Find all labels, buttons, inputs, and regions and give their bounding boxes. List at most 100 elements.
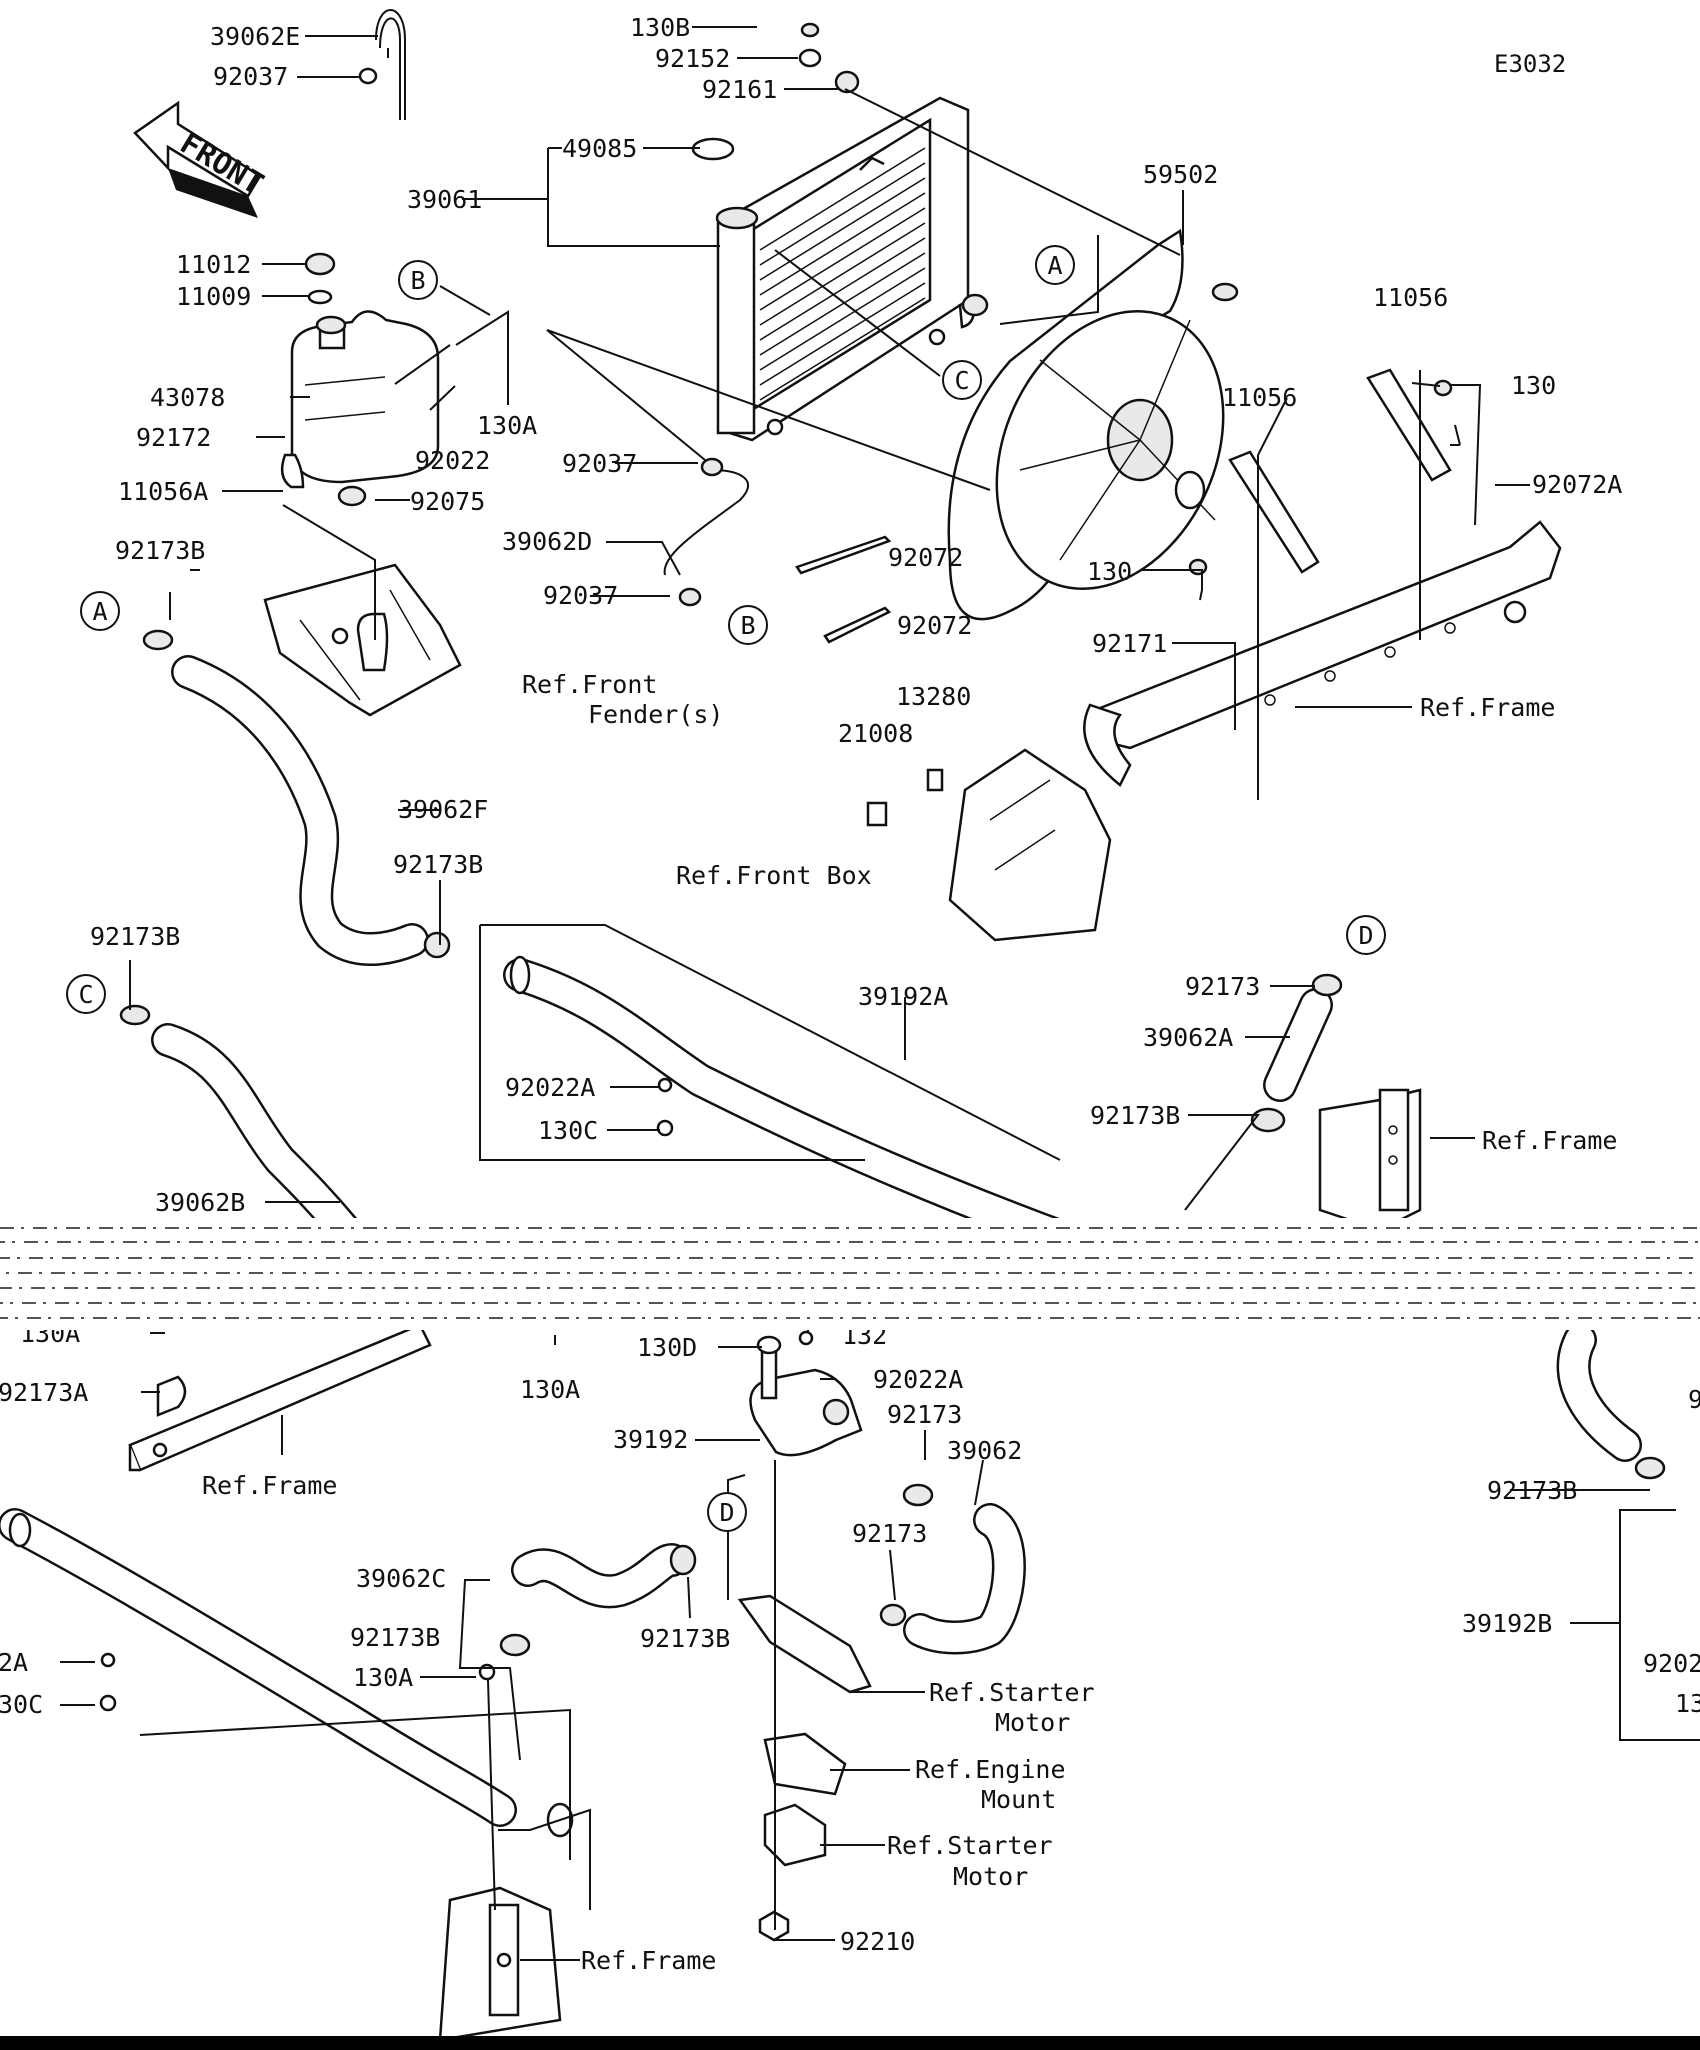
label-92173-lower-a: 92173	[887, 1400, 962, 1429]
label-43078: 43078	[150, 383, 225, 412]
label-92173B-mid: 92173B	[393, 850, 483, 879]
label-92173-right: 92173	[1185, 972, 1260, 1001]
callout-c-radiator: C	[942, 360, 982, 400]
label-130-mid: 130	[1087, 557, 1132, 586]
callout-a-radiator: A	[1035, 245, 1075, 285]
label-92022-tank: 92022	[415, 446, 490, 475]
label-130C-mid: 130C	[538, 1116, 598, 1145]
label-11012: 11012	[176, 250, 251, 279]
label-130A-lower: 130A	[353, 1663, 413, 1692]
front-direction-arrow: FRONT	[133, 100, 269, 218]
label-39062B: 39062B	[155, 1188, 245, 1217]
label-39062A: 39062A	[1143, 1023, 1233, 1052]
label-92171: 92171	[1092, 629, 1167, 658]
ref-front-fender-line2: Fender(s)	[588, 700, 723, 729]
label-13-clipped: 13	[1675, 1689, 1700, 1718]
callout-b-hose: B	[728, 605, 768, 645]
label-92173B-lower-b: 92173B	[640, 1624, 730, 1653]
label-9-clipped: 9	[1688, 1385, 1700, 1414]
label-9202-clipped: 9202	[1643, 1649, 1700, 1678]
callout-d-joint: D	[707, 1492, 747, 1532]
label-92037-top: 92037	[213, 62, 288, 91]
radiator	[691, 22, 989, 442]
callout-a-hose: A	[80, 591, 120, 631]
reservoir-tank	[280, 252, 440, 507]
label-39062D: 39062D	[502, 527, 592, 556]
label-11056-lower: 11056	[1222, 383, 1297, 412]
lower-frame-stand	[438, 1886, 562, 2042]
svg-text:D: D	[719, 1498, 734, 1527]
hose-39062	[879, 1483, 1026, 1655]
cooling-fan-assembly	[947, 228, 1239, 621]
callout-b-tank: B	[398, 260, 438, 300]
label-130A-lower-mid: 130A	[520, 1375, 580, 1404]
hose-39062A	[1250, 973, 1343, 1133]
svg-text:D: D	[1358, 921, 1373, 950]
svg-text:B: B	[740, 611, 755, 640]
ref-engine-mount-line2: Mount	[981, 1785, 1056, 1814]
label-39062C: 39062C	[356, 1564, 446, 1593]
label-92173B-lower-a: 92173B	[350, 1623, 440, 1652]
label-11056A: 11056A	[118, 477, 208, 506]
label-49085: 49085	[562, 134, 637, 163]
label-39192: 39192	[613, 1425, 688, 1454]
label-92072-upper: 92072	[888, 543, 963, 572]
label-39062F: 39062F	[398, 795, 488, 824]
ref-front-box: Ref.Front Box	[676, 861, 872, 890]
cable-ties	[795, 535, 892, 644]
right-frame-ref	[1318, 1088, 1422, 1232]
label-11009: 11009	[176, 282, 251, 311]
label-92152: 92152	[655, 44, 730, 73]
ref-frame-lower-left: Ref.Frame	[202, 1471, 337, 1500]
label-39062E: 39062E	[210, 22, 300, 51]
label-39192A: 39192A	[858, 982, 948, 1011]
ref-frame-upper: Ref.Frame	[1420, 693, 1555, 722]
ref-front-fender-line1: Ref.Front	[522, 670, 657, 699]
label-92072-lower: 92072	[897, 611, 972, 640]
svg-text:C: C	[954, 366, 969, 395]
label-92173B-top-left: 92173B	[115, 536, 205, 565]
label-92022A-lower: 92022A	[873, 1365, 963, 1394]
leader-lines	[60, 26, 1700, 1961]
ref-engine-mount-line1: Ref.Engine	[915, 1755, 1066, 1784]
svg-text:C: C	[78, 980, 93, 1009]
upper-frame	[1083, 520, 1562, 787]
scan-artifact-band	[0, 1218, 1700, 1330]
label-39062: 39062	[947, 1436, 1022, 1465]
right-lower-pipe	[1556, 1323, 1666, 1480]
label-92173B-left: 92173B	[90, 922, 180, 951]
label-92173B-far-right: 92173B	[1487, 1476, 1577, 1505]
label-92037-low: 92037	[543, 581, 618, 610]
ref-frame-right: Ref.Frame	[1482, 1126, 1617, 1155]
label-92072A: 92072A	[1532, 470, 1622, 499]
ref-starter-motor-a-line2: Motor	[995, 1708, 1070, 1737]
label-92173B-right: 92173B	[1090, 1101, 1180, 1130]
hose-39062D	[663, 457, 749, 607]
label-92210: 92210	[840, 1927, 915, 1956]
bottom-border-bar	[0, 2036, 1700, 2050]
svg-text:A: A	[92, 597, 107, 626]
label-92022A-mid: 92022A	[505, 1073, 595, 1102]
label-30C-clipped: 30C	[0, 1690, 43, 1719]
label-92173A: 92173A	[0, 1378, 88, 1407]
label-130-right: 130	[1511, 371, 1556, 400]
lower-long-pipe	[0, 1508, 517, 1827]
ref-frame-bottom: Ref.Frame	[581, 1946, 716, 1975]
label-13280: 13280	[896, 682, 971, 711]
label-92075: 92075	[410, 487, 485, 516]
front-box-ref	[866, 748, 1112, 942]
label-39192B: 39192B	[1462, 1609, 1552, 1638]
svg-text:B: B	[410, 266, 425, 295]
label-92037-mid: 92037	[562, 449, 637, 478]
label-59502: 59502	[1143, 160, 1218, 189]
diagram-code: E3032	[1494, 50, 1566, 78]
fan-brackets	[1188, 368, 1461, 576]
lower-left-frame	[128, 1323, 432, 1472]
reference-labels: Ref.Front Fender(s) Ref.Frame Ref.Front …	[202, 670, 1617, 1975]
label-92173-lower-b: 92173	[852, 1519, 927, 1548]
hose-39192A	[503, 955, 1087, 1257]
callout-markers: B A C B A C D D	[66, 245, 1386, 1532]
svg-text:A: A	[1047, 251, 1062, 280]
hose-39062E	[358, 9, 406, 120]
callout-c-hose: C	[66, 974, 106, 1014]
